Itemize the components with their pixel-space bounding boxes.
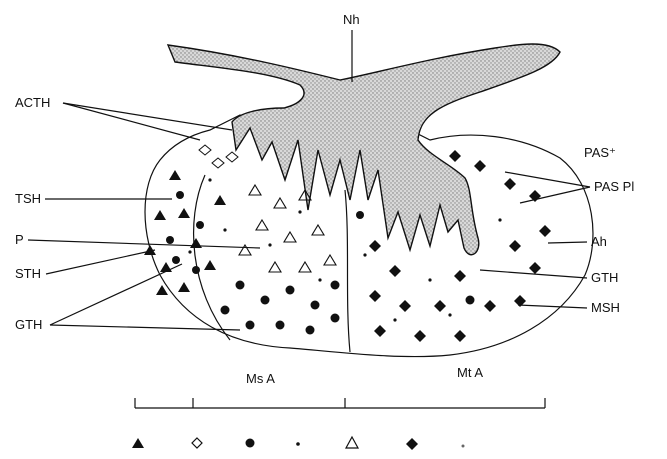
label-pas-pl: PAS Pl (594, 179, 634, 194)
legend-small-dot-icon (296, 442, 300, 446)
label-gth-left: GTH (15, 317, 42, 332)
label-msh: MSH (591, 300, 620, 315)
leader-msh (518, 305, 587, 308)
leader-sth (46, 250, 155, 274)
legend-filled-diamond-icon (406, 438, 418, 450)
label-acth: ACTH (15, 95, 50, 110)
legend-open-diamond-icon (192, 438, 202, 448)
leader-p (28, 240, 260, 248)
label-ms-a: Ms A (246, 371, 275, 386)
legend-tiny-dot-icon (462, 445, 465, 448)
label-pas-plus: PAS⁺ (584, 145, 616, 160)
legend-filled-triangle-icon (132, 438, 144, 448)
leader-pas-pl-1 (505, 172, 590, 187)
label-p: P (15, 232, 24, 247)
label-tsh: TSH (15, 191, 41, 206)
label-nh: Nh (343, 12, 360, 27)
middle-lobe-cells (221, 185, 340, 335)
label-sth: STH (15, 266, 41, 281)
left-lobe-cells (144, 145, 238, 295)
label-ah: Ah (591, 234, 607, 249)
legend-filled-circle-icon (246, 439, 255, 448)
label-gth-right: GTH (591, 270, 618, 285)
symbol-legend (132, 437, 465, 450)
label-mt-a: Mt A (457, 365, 483, 380)
neurohypophysis (168, 44, 560, 255)
leader-ah (548, 242, 587, 243)
legend-open-triangle-icon (346, 437, 358, 448)
scale-bar (135, 398, 545, 408)
